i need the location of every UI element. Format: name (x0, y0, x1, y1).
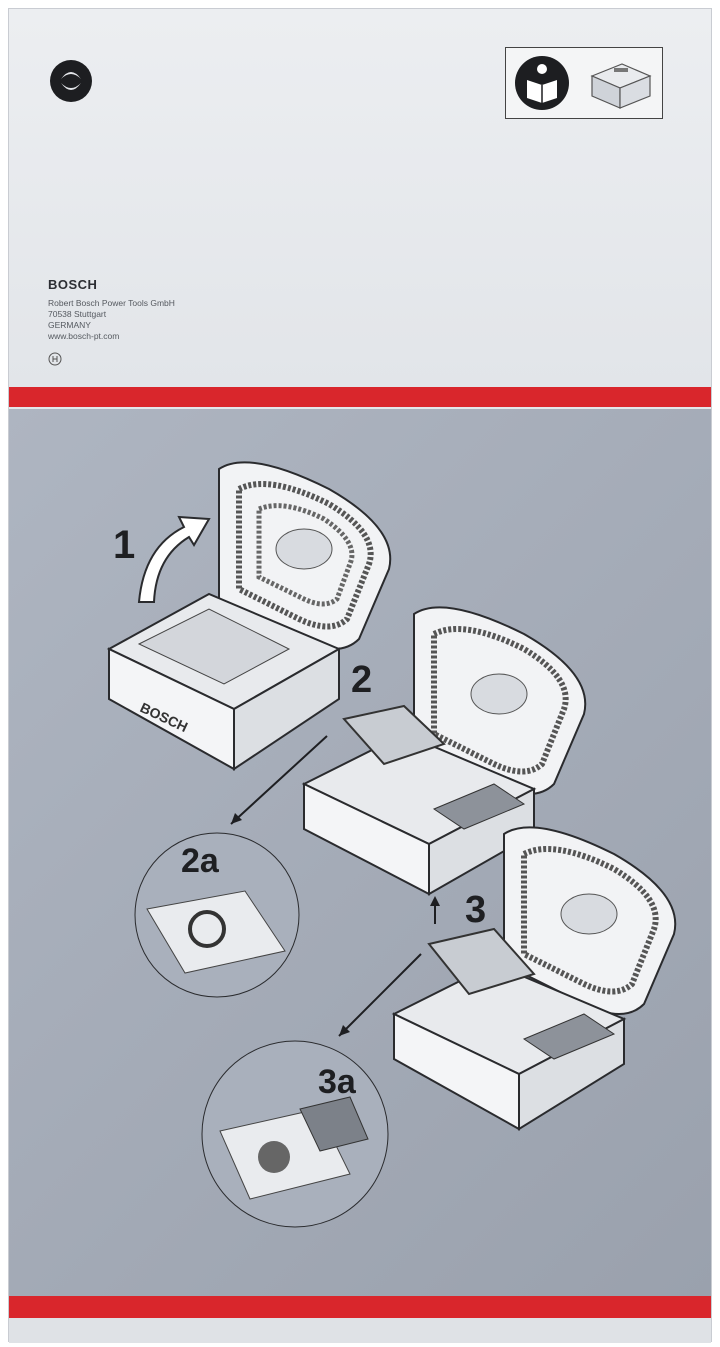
step-label-2: 2 (351, 659, 373, 701)
detail-circle-2a (134, 832, 300, 998)
arrow-to-detail-2a (230, 735, 440, 1037)
product-box: BOSCH Robert Bosch Power Tools GmbH 7053… (8, 8, 712, 1343)
detail-circle-3a (201, 1040, 389, 1228)
address-website: www.bosch-pt.com (48, 331, 120, 341)
certification-mark-icon (48, 352, 62, 366)
step-label-3: 3 (465, 889, 487, 931)
pictogram-panel (505, 47, 663, 119)
illustration-case-open: BOSCH (106, 461, 392, 771)
address-country: GERMANY (48, 320, 91, 330)
address-company: Robert Bosch Power Tools GmbH (48, 298, 175, 308)
brand-name: BOSCH (48, 277, 98, 292)
read-manual-icon (515, 56, 569, 110)
red-stripe-bottom (9, 1296, 711, 1318)
red-stripe-top (9, 387, 711, 407)
curved-arrow-icon (137, 515, 211, 603)
step-label-2a: 2a (181, 842, 219, 880)
bosch-logo-icon (50, 60, 92, 102)
box-bottom-panel (9, 1318, 711, 1343)
address-city: 70538 Stuttgart (48, 309, 107, 319)
step-label-3a: 3a (318, 1063, 356, 1101)
toolbox-icon (590, 63, 652, 109)
step-label-1: 1 (113, 523, 136, 567)
illustration-case-bag-insert (301, 606, 587, 896)
illustration-case-bag-remove (391, 826, 677, 1131)
